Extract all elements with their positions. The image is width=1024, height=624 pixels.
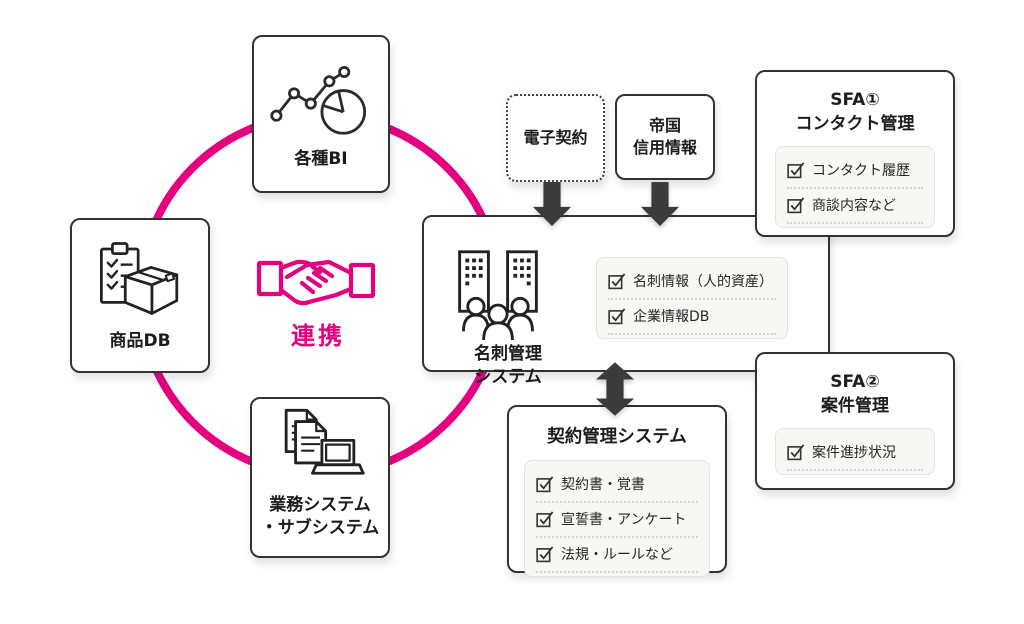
documents-laptop-icon xyxy=(273,406,367,486)
checkbox-checked-icon xyxy=(608,307,626,325)
checklist-item-label: 法規・ルールなど xyxy=(561,547,673,563)
node-card-management-system: 名刺管理 システム 名刺情報（人的資産） 企業情報DB xyxy=(422,215,830,387)
contract-checklist-panel: 契約書・覚書 宣誓書・アンケート 法規・ルールなど xyxy=(524,460,710,577)
teikoku-label-line2: 信用情報 xyxy=(632,138,697,157)
checklist-item: 商談内容など xyxy=(787,189,923,224)
teikoku-label-line1: 帝国 xyxy=(648,115,681,135)
buildings-people-icon xyxy=(450,247,566,341)
node-product-db: 商品DB xyxy=(70,218,210,373)
business-systems-label: 業務システム ・サブシステム xyxy=(261,494,380,540)
contract-system-title: 契約管理システム xyxy=(547,427,687,447)
checkbox-checked-icon xyxy=(536,475,554,493)
card-system-identity: 名刺管理 システム xyxy=(450,247,566,389)
card-system-label-line1: 名刺管理 xyxy=(474,344,542,364)
arrow-down-icon xyxy=(531,181,573,227)
checkbox-checked-icon xyxy=(787,161,805,179)
checklist-item: 宣誓書・アンケート xyxy=(536,503,698,538)
checkbox-checked-icon xyxy=(536,510,554,528)
bi-chart-icon xyxy=(269,58,373,138)
checkbox-checked-icon xyxy=(536,545,554,563)
checklist-item: 案件進捗状況 xyxy=(787,436,923,471)
checklist-item: 法規・ルールなど xyxy=(536,538,698,573)
link-label: 連携 xyxy=(291,322,345,350)
link-hub: 連携 xyxy=(256,250,380,351)
e-contract-label: 電子契約 xyxy=(523,127,588,147)
bi-label: 各種BI xyxy=(294,149,348,170)
arrow-up-down-icon xyxy=(594,361,636,417)
checklist-item: コンタクト履歴 xyxy=(787,154,923,189)
node-sfa1-contact-management: SFA① コンタクト管理 コンタクト履歴 商談内容など xyxy=(755,70,955,237)
arrow-down-icon xyxy=(639,181,681,227)
checklist-item: 企業情報DB xyxy=(608,300,776,335)
handshake-icon xyxy=(256,250,380,312)
product-box-icon xyxy=(94,234,186,322)
sfa2-checklist-panel: 案件進捗状況 xyxy=(775,427,935,475)
checklist-item-label: 契約書・覚書 xyxy=(561,477,645,493)
checklist-item: 名刺情報（人的資産） xyxy=(608,265,776,300)
checklist-item: 契約書・覚書 xyxy=(536,468,698,503)
sfa1-title: SFA① コンタクト管理 xyxy=(796,89,915,137)
product-db-label: 商品DB xyxy=(109,331,171,352)
checklist-item-label: 案件進捗状況 xyxy=(812,444,896,461)
sfa2-title-line2: 案件管理 xyxy=(821,395,889,416)
sfa1-checklist-panel: コンタクト履歴 商談内容など xyxy=(775,145,935,228)
node-business-systems: 業務システム ・サブシステム xyxy=(250,397,390,558)
node-bi-tools: 各種BI xyxy=(252,35,390,193)
checklist-item-label: 商談内容など xyxy=(812,197,896,214)
sfa1-title-line2: コンタクト管理 xyxy=(795,113,915,134)
node-teikoku-credit: 帝国 信用情報 xyxy=(615,94,715,180)
checkbox-checked-icon xyxy=(608,272,626,290)
checklist-item-label: 名刺情報（人的資産） xyxy=(633,274,773,290)
business-systems-label-line2: ・サブシステム xyxy=(260,518,380,539)
checklist-item-label: 企業情報DB xyxy=(633,309,710,325)
sfa2-title-line1: SFA② xyxy=(830,372,880,392)
sfa1-title-line1: SFA① xyxy=(830,90,880,110)
node-sfa2-deal-management: SFA② 案件管理 案件進捗状況 xyxy=(755,352,955,490)
checklist-item-label: 宣誓書・アンケート xyxy=(561,512,687,528)
teikoku-label: 帝国 信用情報 xyxy=(633,115,697,160)
node-e-contract: 電子契約 xyxy=(506,94,605,182)
business-systems-label-line1: 業務システム xyxy=(269,495,371,516)
node-contract-management-system: 契約管理システム 契約書・覚書 宣誓書・アンケート 法規・ルールなど xyxy=(507,405,727,577)
checkbox-checked-icon xyxy=(787,196,805,214)
sfa2-title: SFA② 案件管理 xyxy=(821,371,889,419)
checklist-item-label: コンタクト履歴 xyxy=(812,162,910,179)
card-system-label-line2: システム xyxy=(474,366,542,387)
card-system-checklist-panel: 名刺情報（人的資産） 企業情報DB xyxy=(596,257,788,339)
card-system-label: 名刺管理 システム xyxy=(450,343,566,389)
checkbox-checked-icon xyxy=(787,443,805,461)
